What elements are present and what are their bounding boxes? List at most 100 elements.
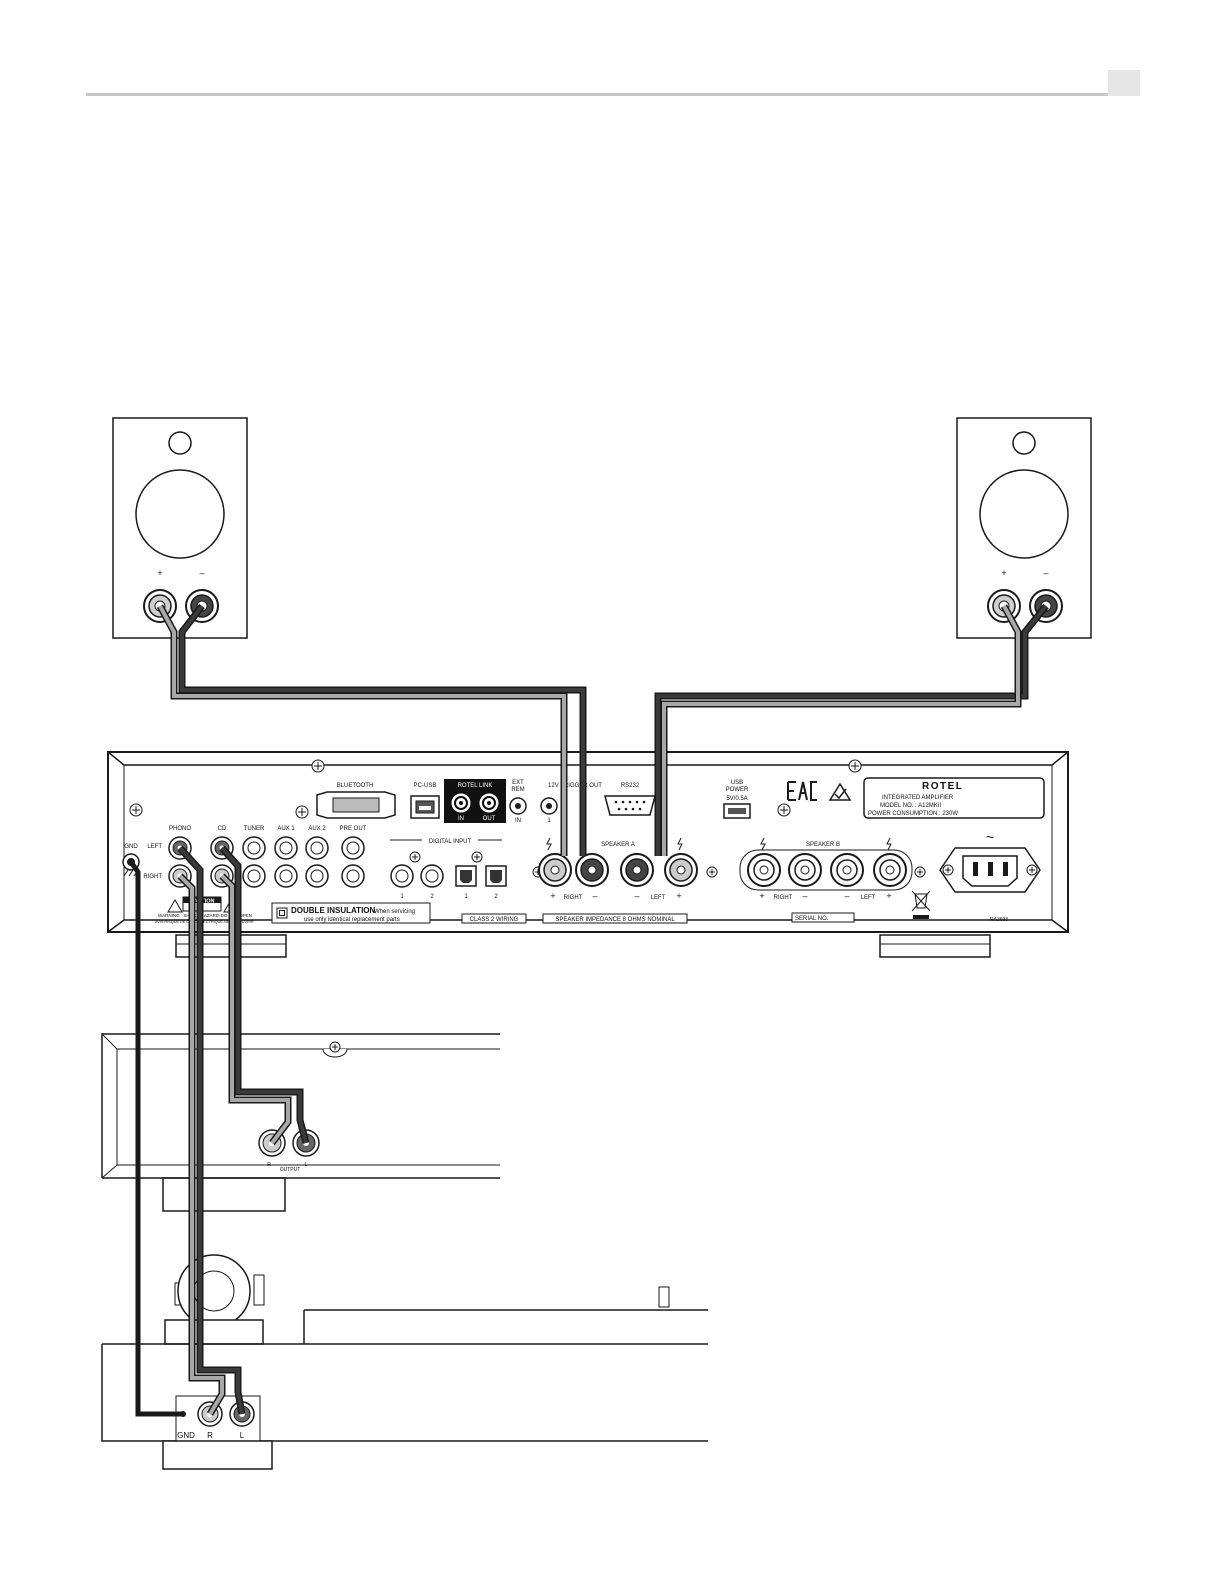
optical-1-port[interactable] (455, 865, 477, 887)
cd-rca-cable (219, 845, 310, 1146)
cd-output-label: OUTPUT (280, 1167, 301, 1173)
plus-sign: + (886, 891, 891, 901)
cd-player-foot (162, 1177, 286, 1212)
speaker-b-right-minus-terminal[interactable] (788, 853, 822, 887)
speaker-a-right-plus-terminal[interactable] (538, 853, 572, 887)
model-line-1: INTEGRATED AMPLIFIER (882, 795, 954, 801)
serial-label: SERIAL NO. (795, 916, 829, 922)
rs232-port[interactable] (604, 795, 656, 816)
hazard-lightning-icon (677, 837, 683, 851)
minus-sign: – (634, 891, 639, 901)
speaker-a-right-minus-terminal[interactable] (575, 853, 609, 887)
hazard-lightning-icon (546, 837, 552, 851)
hazard-lightning-icon (760, 837, 766, 851)
pre-out-label: PRE OUT (340, 826, 367, 832)
bluetooth-antenna-port[interactable] (316, 791, 396, 819)
aux2-right-jack[interactable] (305, 864, 329, 888)
tuner-left-jack[interactable] (242, 836, 266, 860)
pc-usb-port[interactable] (410, 795, 440, 819)
screw-icon (914, 866, 926, 878)
screw-icon (942, 864, 954, 876)
digital-input-label: DIGITAL INPUT (429, 839, 472, 845)
coax-2-label: 2 (430, 894, 434, 900)
optical-2-label: 2 (494, 894, 498, 900)
trigger-jack[interactable] (540, 797, 558, 815)
screw-icon (848, 759, 862, 773)
bluetooth-label: BLUETOOTH (337, 783, 374, 789)
amplifier-rear-panel: BLUETOOTH PC-USB ROTEL LINK IN OUT EXT R… (107, 751, 1069, 958)
aux1-left-jack[interactable] (274, 836, 298, 860)
right-row-label: RIGHT (143, 874, 162, 880)
tuner-right-jack[interactable] (242, 864, 266, 888)
screw-icon (329, 1041, 341, 1053)
screw-icon (471, 851, 483, 863)
speaker-plus-label: + (157, 568, 162, 578)
header-rule (86, 93, 1136, 96)
woofer-icon (979, 469, 1069, 559)
turntable-r-label: R (207, 1431, 213, 1440)
usb-rating-label: 5V/0.5A (726, 796, 747, 802)
model-line-3: POWER CONSUMPTION : 230W (868, 811, 958, 817)
double-insulation-line-2: use only identical replacement parts (304, 917, 400, 923)
amp-foot-right (879, 934, 991, 958)
model-plate (863, 777, 1045, 819)
speaker-b-right-label: RIGHT (774, 895, 793, 901)
aux2-label: AUX 2 (308, 826, 326, 832)
pre-out-right-jack[interactable] (341, 864, 365, 888)
speaker-a-left-plus-terminal[interactable] (664, 853, 698, 887)
speaker-a-left-minus-terminal[interactable] (620, 853, 654, 887)
page-tab (1108, 70, 1140, 96)
speaker-b-right-plus-terminal[interactable] (747, 853, 781, 887)
warning-line-2: AVIS:RISQUE DE CHOC ELECTRIQUE-NE PAS OU… (155, 920, 254, 924)
right-speaker: + – (956, 417, 1092, 639)
tweeter-icon (1012, 431, 1036, 455)
rotel-link-in-label: IN (458, 816, 464, 822)
usb-power-port[interactable] (723, 803, 751, 819)
cables (128, 603, 1049, 1417)
coax-1-jack[interactable] (390, 864, 414, 888)
turntable-l-label: L (240, 1431, 245, 1440)
cd-label: CD (218, 826, 227, 832)
left-row-label: LEFT (147, 844, 162, 850)
rs232-label: RS232 (621, 783, 640, 789)
aux1-label: AUX 1 (277, 826, 295, 832)
speaker-b-left-plus-terminal[interactable] (873, 853, 907, 887)
aux2-left-jack[interactable] (305, 836, 329, 860)
turntable-foot (162, 1440, 273, 1470)
double-insulation-box (271, 902, 431, 924)
rotel-link-out-jack[interactable] (479, 793, 499, 813)
turntable: GND R L (101, 1254, 708, 1470)
pc-usb-label: PC-USB (414, 783, 437, 789)
minus-sign: – (802, 891, 807, 901)
ext-rem-label: EXT (512, 780, 524, 786)
ext-rem-jack[interactable] (509, 797, 527, 815)
plus-sign: + (759, 891, 764, 901)
rotel-link-in-jack[interactable] (451, 793, 471, 813)
turntable-gnd-label: GND (177, 1431, 195, 1440)
optical-2-port[interactable] (485, 865, 507, 887)
screw-icon (295, 805, 309, 819)
model-line-2: MODEL NO. : A12MKII (880, 803, 941, 809)
ac-power-inlet[interactable] (939, 847, 1041, 893)
coax-2-jack[interactable] (420, 864, 444, 888)
brand-label: ROTEL (922, 781, 963, 792)
coax-1-label: 1 (400, 894, 404, 900)
speaker-minus-label: – (1043, 568, 1048, 578)
pre-out-left-jack[interactable] (341, 836, 365, 860)
left-speaker: + – (112, 417, 248, 639)
screw-icon (706, 866, 718, 878)
impedance-label: SPEAKER IMPEDANCE 8 OHMS NOMINAL (555, 917, 675, 923)
double-insulation-label: DOUBLE INSULATION (291, 906, 376, 915)
speaker-b-bracket (739, 849, 913, 891)
gnd-label: GND (124, 844, 138, 850)
speaker-a-left-label: LEFT (651, 895, 666, 901)
cd-output-l-label: L (305, 1162, 308, 1168)
speaker-b-left-minus-terminal[interactable] (830, 853, 864, 887)
screw-icon (311, 759, 325, 773)
double-insulation-rest: -When servicing (372, 909, 415, 915)
warning-triangle-icon (167, 899, 183, 913)
minus-sign: – (592, 891, 597, 901)
aux1-right-jack[interactable] (274, 864, 298, 888)
weee-bin-icon (911, 890, 931, 919)
hazard-lightning-icon (886, 837, 892, 851)
